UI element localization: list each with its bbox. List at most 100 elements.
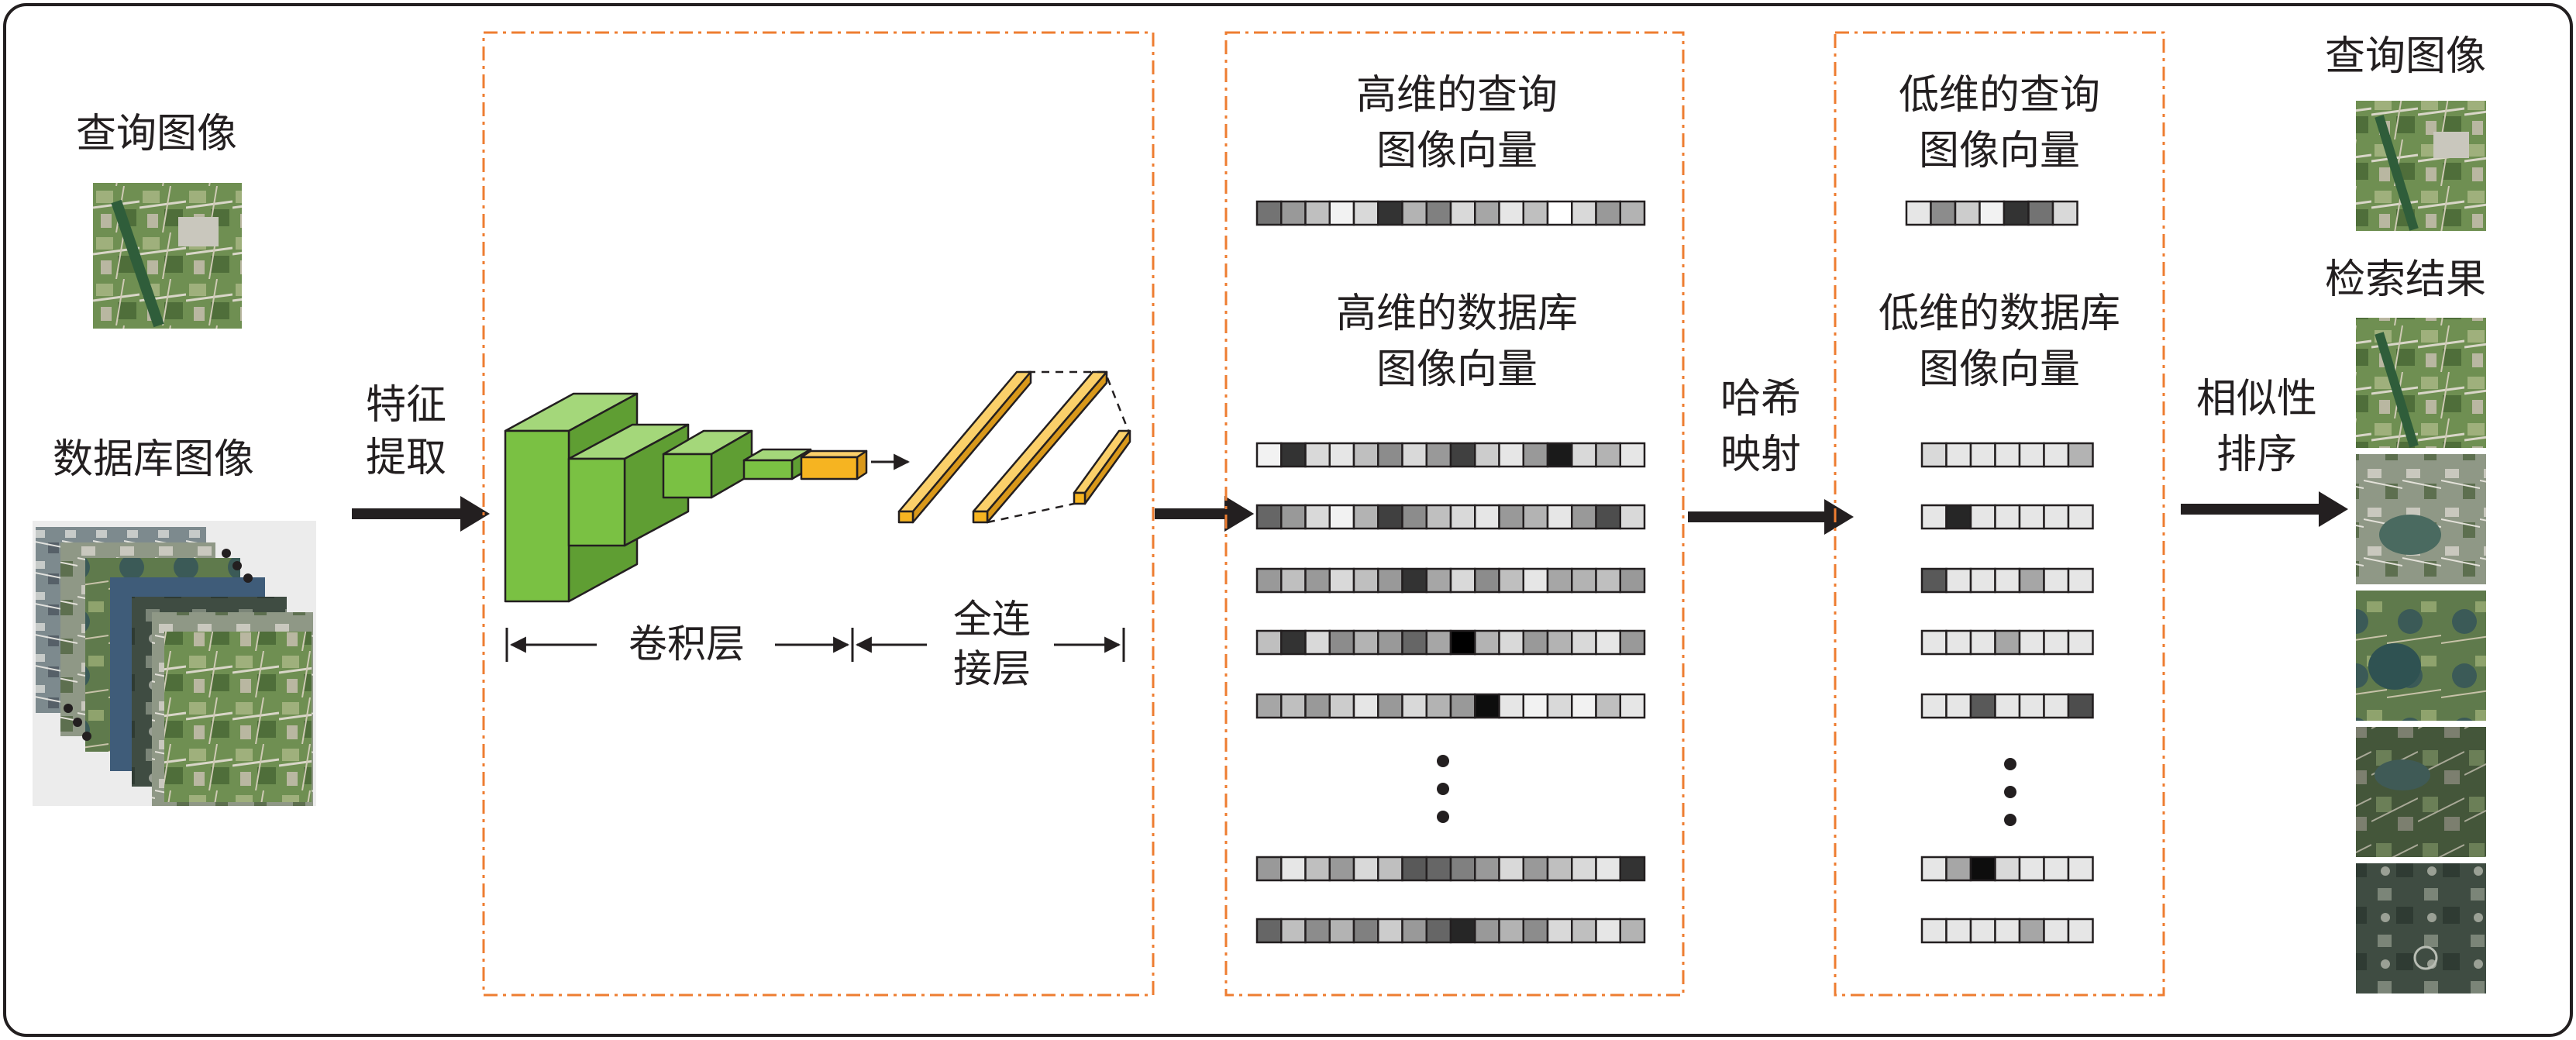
vector-cell xyxy=(2067,504,2094,530)
vector-cell xyxy=(1474,442,1500,468)
vector-cell xyxy=(1571,200,1597,226)
vector-cell xyxy=(1352,442,1379,468)
vector-cell xyxy=(1255,918,1283,944)
vector-cell xyxy=(1571,693,1597,719)
vector-cell xyxy=(1449,567,1476,594)
vector-cell xyxy=(1619,693,1646,719)
vector-cell xyxy=(1304,442,1331,468)
vector-cell xyxy=(1280,567,1307,594)
feature-extraction-label-line1: 特征 xyxy=(366,382,446,429)
cnn-dashed-box xyxy=(482,31,1155,997)
vector-cell xyxy=(2067,918,2094,944)
vector-cell xyxy=(1401,504,1427,530)
vector-cell xyxy=(1920,918,1947,944)
conv-layer-label: 卷积层 xyxy=(629,622,745,666)
low-dim-query-row xyxy=(1905,200,2078,226)
low-dim-database-label-line2: 图像向量 xyxy=(1919,346,2080,393)
vector-cell xyxy=(1498,567,1524,594)
vector-cell xyxy=(1978,200,2006,226)
vector-cell xyxy=(1474,693,1500,719)
more-images-dot xyxy=(73,718,82,727)
vector-cell xyxy=(1280,629,1307,656)
cnn-to-vector-arrow xyxy=(1155,496,1254,532)
vector-cell xyxy=(1449,918,1476,944)
high-dim-database-row xyxy=(1255,567,1646,594)
vector-cell xyxy=(1969,504,1996,530)
vector-cell xyxy=(1571,629,1597,656)
vector-cell xyxy=(1328,442,1355,468)
feature-extraction-label-line2: 提取 xyxy=(366,435,446,481)
vector-cell xyxy=(1969,693,1996,719)
vector-cell xyxy=(1920,629,1947,656)
vector-cell xyxy=(1619,200,1646,226)
vector-cell xyxy=(1304,856,1331,882)
low-dim-database-row xyxy=(1920,856,2094,882)
vector-cell xyxy=(1595,504,1621,530)
vector-cell xyxy=(1328,504,1355,530)
vector-cell xyxy=(1449,200,1476,226)
vector-cell xyxy=(1474,856,1500,882)
vector-cell xyxy=(1352,504,1379,530)
low-dim-query-label-line2: 图像向量 xyxy=(1919,128,2080,174)
high-dim-database-label-line2: 图像向量 xyxy=(1376,346,1538,393)
vector-cell xyxy=(1571,918,1597,944)
vector-cell xyxy=(1546,504,1573,530)
database-image-label: 数据库图像 xyxy=(53,436,254,483)
vector-cell xyxy=(1522,629,1549,656)
vector-cell xyxy=(1619,629,1646,656)
vector-cell xyxy=(1280,918,1307,944)
vector-cell xyxy=(1994,567,2021,594)
similarity-ranking-label-line1: 相似性 xyxy=(2196,376,2317,422)
high-dim-database-row xyxy=(1255,918,1646,944)
vector-cell xyxy=(2018,567,2045,594)
vector-cell xyxy=(1969,918,1996,944)
high-dim-ellipsis xyxy=(1437,755,1449,823)
vector-cell xyxy=(1945,629,1972,656)
vector-cell xyxy=(1595,200,1621,226)
vector-cell xyxy=(1498,693,1524,719)
query-image-thumbnail xyxy=(93,183,242,329)
vector-cell xyxy=(1498,629,1524,656)
vector-cell xyxy=(1255,629,1283,656)
vector-cell xyxy=(1474,504,1500,530)
similarity-ranking-label-line2: 排序 xyxy=(2216,432,2297,478)
vector-cell xyxy=(1595,918,1621,944)
more-images-dot xyxy=(243,573,253,583)
low-dim-database-row xyxy=(1920,918,2094,944)
high-dim-database-row xyxy=(1255,442,1646,468)
vector-cell xyxy=(1401,629,1427,656)
vector-cell xyxy=(1352,567,1379,594)
vector-cell xyxy=(1449,442,1476,468)
vector-cell xyxy=(1571,504,1597,530)
vector-cell xyxy=(2003,200,2030,226)
high-dim-dashed-box xyxy=(1224,31,1685,997)
vector-cell xyxy=(1352,629,1379,656)
vector-cell xyxy=(1352,918,1379,944)
high-dim-database-row xyxy=(1255,504,1646,530)
vector-cell xyxy=(2067,629,2094,656)
vector-cell xyxy=(1304,918,1331,944)
vector-cell xyxy=(1945,442,1972,468)
vector-cell xyxy=(1522,567,1549,594)
vector-cell xyxy=(1546,856,1573,882)
convolution-blocks xyxy=(504,392,868,603)
vector-cell xyxy=(1945,567,1972,594)
vector-cell xyxy=(1401,200,1427,226)
low-dim-dashed-box xyxy=(1834,31,2165,997)
low-dim-database-row xyxy=(1920,504,2094,530)
low-dim-database-vectors xyxy=(1920,442,2094,944)
vector-cell xyxy=(1280,200,1307,226)
vector-cell xyxy=(1571,567,1597,594)
vector-cell xyxy=(1401,856,1427,882)
vector-cell xyxy=(1595,629,1621,656)
vector-cell xyxy=(1994,856,2021,882)
low-dim-ellipsis xyxy=(2004,758,2016,826)
vector-cell xyxy=(2067,442,2094,468)
vector-cell xyxy=(1994,918,2021,944)
vector-cell xyxy=(1377,442,1403,468)
vector-cell xyxy=(1994,442,2021,468)
vector-cell xyxy=(1377,504,1403,530)
vector-cell xyxy=(1905,200,1932,226)
vector-cell xyxy=(1377,693,1403,719)
retrieval-result-4 xyxy=(2356,727,2486,857)
